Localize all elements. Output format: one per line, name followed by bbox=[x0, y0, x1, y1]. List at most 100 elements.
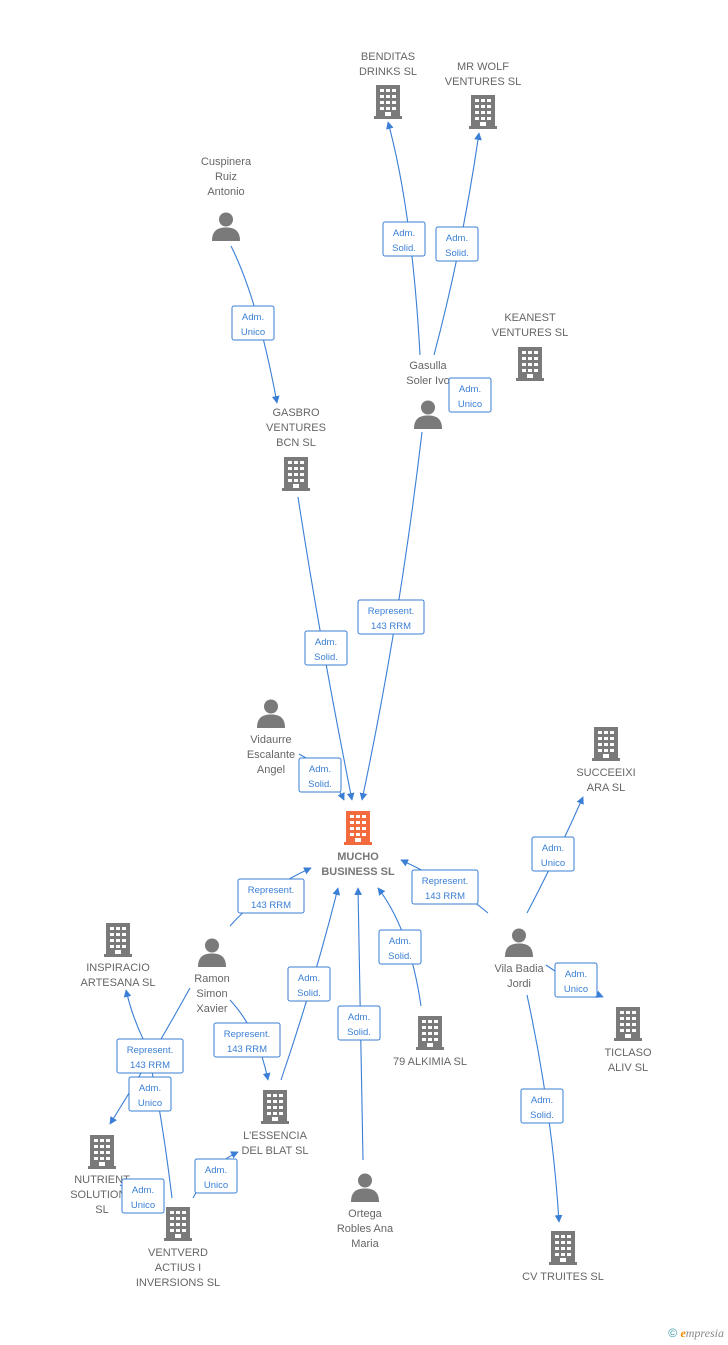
edge-label-text: Adm. bbox=[205, 1165, 227, 1176]
node-label-vilabadia: Vila Badia bbox=[494, 963, 544, 975]
node-cvtruites[interactable]: CV TRUITES SL bbox=[522, 1231, 604, 1283]
node-label-cuspinera: Cuspinera bbox=[201, 156, 252, 168]
edge-label-vidaurre-mucho: Adm. Solid. bbox=[298, 757, 342, 793]
edge-label-vilabadia-mucho: Represent. 143 RRM bbox=[411, 869, 479, 905]
edge-label-text: Adm. bbox=[315, 637, 337, 648]
node-label-vilabadia: Jordi bbox=[507, 978, 531, 990]
edge-label-text: 143 RRM bbox=[227, 1044, 267, 1055]
node-alkimia[interactable]: 79 ALKIMIA SL bbox=[393, 1016, 467, 1068]
node-label-mucho: BUSINESS SL bbox=[321, 866, 395, 878]
edge-label-ventverd-nutrient: Adm. Unico bbox=[121, 1178, 165, 1214]
node-label-ventverd: VENTVERD bbox=[148, 1247, 208, 1259]
person-icon bbox=[414, 400, 442, 429]
node-label-benditas: DRINKS SL bbox=[359, 66, 417, 78]
building-icon bbox=[416, 1016, 444, 1050]
edge-label-text: Solid. bbox=[308, 779, 332, 790]
node-label-gasulla: Soler Ivo bbox=[406, 375, 449, 387]
edge-label-vilabadia-ticlaso: Adm.Unico bbox=[554, 962, 598, 998]
edge-label-text: Solid. bbox=[314, 652, 338, 663]
building-icon bbox=[374, 85, 402, 119]
edge-label-text: Unico bbox=[138, 1098, 162, 1109]
edge-label-gasulla-keanest: Adm.Unico bbox=[448, 377, 492, 413]
edge-label-text: 143 RRM bbox=[425, 891, 465, 902]
node-mrwolf[interactable]: MR WOLF VENTURES SL bbox=[445, 61, 521, 129]
node-label-cuspinera: Ruiz bbox=[215, 171, 237, 183]
edge-labels-layer: Adm.Solid.Adm.Solid.Adm.UnicoAdm.UnicoAd… bbox=[116, 221, 598, 1214]
edge-label-text: 143 RRM bbox=[130, 1060, 170, 1071]
building-icon bbox=[614, 1007, 642, 1041]
node-label-gasulla: Gasulla bbox=[409, 360, 447, 372]
edge-label-text: Unico bbox=[541, 858, 565, 869]
node-label-mrwolf: MR WOLF bbox=[457, 61, 509, 73]
edge-label-text: Solid. bbox=[392, 243, 416, 254]
node-label-ortega: Ortega bbox=[348, 1208, 383, 1220]
node-label-nutrient: SL bbox=[95, 1204, 108, 1216]
edge-label-text: Adm. bbox=[446, 233, 468, 244]
node-label-ortega: Maria bbox=[351, 1238, 379, 1250]
edge-label-text: Solid. bbox=[530, 1110, 554, 1121]
edge-label-ortega-mucho: Adm.Solid. bbox=[337, 1005, 381, 1041]
node-label-keanest: KEANEST bbox=[504, 312, 556, 324]
edge-label-ramon-inspiracio: Represent. 143 RRM bbox=[116, 1038, 184, 1074]
node-label-ramon: Simon bbox=[196, 988, 227, 1000]
nodes-layer: BENDITAS DRINKS SL MR WOLF VENTURES SL Cuspi… bbox=[70, 51, 652, 1289]
node-essencia[interactable]: L'ESSENCIA DEL BLAT SL bbox=[241, 1090, 309, 1157]
edge-label-text: Represent. bbox=[422, 876, 468, 887]
edge-label-cuspinera-gasbro: Adm.Unico bbox=[231, 305, 275, 341]
edge-label-text: Adm. bbox=[139, 1083, 161, 1094]
node-label-mucho: MUCHO bbox=[337, 851, 379, 863]
edge-label-text: Adm. bbox=[132, 1185, 154, 1196]
edge-label-text: Solid. bbox=[297, 988, 321, 999]
node-label-ticlaso: ALIV SL bbox=[608, 1062, 648, 1074]
node-label-essencia: DEL BLAT SL bbox=[241, 1145, 308, 1157]
edge-label-text: Adm. bbox=[393, 228, 415, 239]
node-label-benditas: BENDITAS bbox=[361, 51, 415, 63]
edge-label-text: Unico bbox=[564, 984, 588, 995]
edge-label-text: Unico bbox=[131, 1200, 155, 1211]
edge-label-text: Adm. bbox=[531, 1095, 553, 1106]
edge-label-text: Solid. bbox=[445, 248, 469, 259]
building-icon bbox=[88, 1135, 116, 1169]
node-label-cuspinera: Antonio bbox=[207, 186, 244, 198]
building-icon bbox=[592, 727, 620, 761]
edges-layer bbox=[109, 121, 604, 1223]
node-label-cvtruites: CV TRUITES SL bbox=[522, 1271, 604, 1283]
node-label-ventverd: ACTIUS I bbox=[155, 1262, 201, 1274]
edge-label-vilabadia-cvtruites: Adm. Solid. bbox=[520, 1088, 564, 1124]
node-ticlaso[interactable]: TICLASO ALIV SL bbox=[604, 1007, 652, 1074]
node-label-vidaurre: Angel bbox=[257, 764, 285, 776]
edge-label-text: Solid. bbox=[388, 951, 412, 962]
edge-label-text: Adm. bbox=[309, 764, 331, 775]
focus-building-icon bbox=[344, 811, 372, 845]
edge-label-text: Adm. bbox=[459, 384, 481, 395]
edge-label-text: Represent. bbox=[127, 1045, 173, 1056]
edge-label-text: 143 RRM bbox=[371, 621, 411, 632]
node-label-mrwolf: VENTURES SL bbox=[445, 76, 521, 88]
node-label-gasbro: VENTURES bbox=[266, 422, 326, 434]
node-label-ticlaso: TICLASO bbox=[604, 1047, 652, 1059]
building-icon bbox=[549, 1231, 577, 1265]
brand-logo: empresia bbox=[680, 1326, 724, 1340]
edge-label-gasulla-mrwolf: Adm. Solid. bbox=[435, 226, 479, 262]
footer-brand: © empresia bbox=[668, 1326, 724, 1341]
node-benditas[interactable]: BENDITAS DRINKS SL bbox=[359, 51, 417, 119]
edge-label-text: Represent. bbox=[368, 606, 414, 617]
node-mucho[interactable]: MUCHO BUSINESS SL bbox=[321, 811, 395, 878]
edge-label-essencia-mucho: Adm.Solid. bbox=[287, 966, 331, 1002]
edge-label-ramon-mucho: Represent.143 RRM bbox=[237, 878, 305, 914]
node-label-gasbro: GASBRO bbox=[272, 407, 320, 419]
node-label-essencia: L'ESSENCIA bbox=[243, 1130, 308, 1142]
building-icon bbox=[282, 457, 310, 491]
